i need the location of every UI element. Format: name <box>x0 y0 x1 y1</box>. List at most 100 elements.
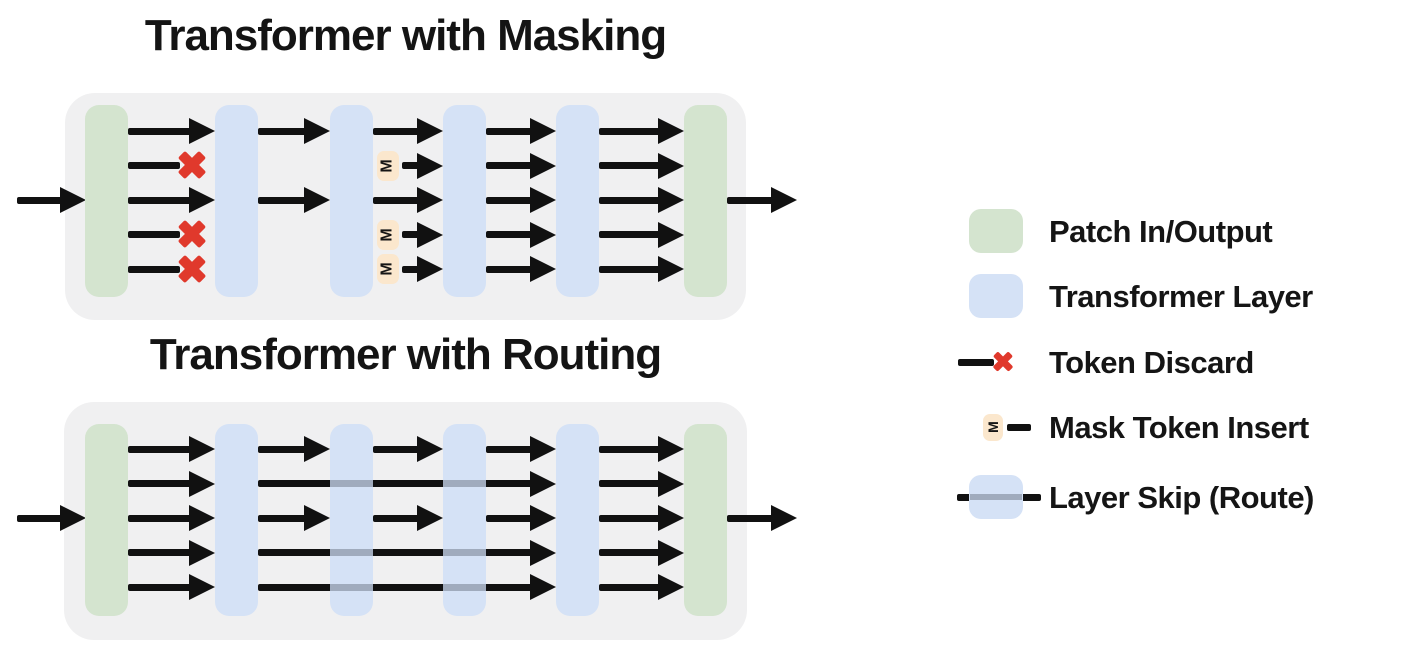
arrow-shaft <box>128 231 180 238</box>
layer-skip-segment <box>330 583 373 591</box>
arrow-head-icon <box>530 187 556 213</box>
arrow-shaft <box>128 196 195 204</box>
arrow-shaft <box>486 265 536 273</box>
patch-block <box>85 105 128 297</box>
mask-token-icon: M <box>983 413 1003 441</box>
layer-skip-icon <box>955 472 1043 522</box>
mask-letter: M <box>378 262 396 276</box>
arrow-head-icon <box>417 505 443 531</box>
arrow-shaft <box>17 514 66 522</box>
arrow-shaft <box>486 514 536 522</box>
patch-swatch-icon <box>955 206 1043 256</box>
arrow-head-icon <box>304 187 330 213</box>
layer-skip-segment <box>443 549 486 556</box>
arrow-shaft <box>599 127 664 135</box>
layer-swatch <box>969 274 1023 318</box>
arrow-shaft <box>128 480 195 487</box>
legend-label-mask: Mask Token Insert <box>1049 409 1309 445</box>
arrow-shaft <box>402 162 423 169</box>
arrow-head-icon <box>189 574 215 600</box>
arrow-shaft <box>128 583 195 591</box>
arrow-shaft <box>373 196 423 204</box>
arrow-shaft <box>17 196 66 204</box>
arrow-head-icon <box>189 539 215 566</box>
legend-item-layer: Transformer Layer <box>955 271 1313 321</box>
arrow-shaft <box>486 231 536 238</box>
arrow-shaft <box>486 445 536 453</box>
transformer-layer-block <box>443 105 486 297</box>
transformer-layer-block <box>556 105 599 297</box>
arrow-head-icon <box>189 505 215 531</box>
mask-token: M <box>377 150 399 181</box>
arrow-head-icon <box>189 187 215 213</box>
arrow-shaft <box>128 162 180 169</box>
arrow-shaft <box>599 480 664 487</box>
arrow-head-icon <box>304 118 330 144</box>
layer-skip-segment <box>443 583 486 591</box>
arrow-shaft <box>128 549 195 556</box>
arrow-shaft <box>258 583 536 591</box>
legend-label-skip: Layer Skip (Route) <box>1049 479 1314 515</box>
layer-skip-segment <box>443 480 486 487</box>
arrow-head-icon <box>189 436 215 462</box>
routing-panel-title: Transformer with Routing <box>149 330 662 379</box>
skip-line-gray <box>970 494 1022 500</box>
arrow-head-icon <box>417 152 443 179</box>
mask-token-insert-icon: M <box>955 402 1043 452</box>
transformer-layer-block <box>215 105 258 297</box>
arrow-head-icon <box>530 436 556 462</box>
arrow-head-icon <box>658 470 684 497</box>
legend-item-patch: Patch In/Output <box>955 206 1273 256</box>
transformer-layer-block <box>556 424 599 616</box>
arrow-shaft <box>258 549 536 556</box>
arrow-head-icon <box>530 574 556 600</box>
transformer-layer-block <box>215 424 258 616</box>
arrow-head-icon <box>658 436 684 462</box>
arrow-shaft <box>599 265 664 273</box>
arrow-head-icon <box>189 118 215 144</box>
masking-panel-title: Transformer with Masking <box>144 11 667 60</box>
arrow-shaft <box>258 196 310 204</box>
arrow-shaft <box>727 514 777 522</box>
mask-token: M <box>377 254 399 284</box>
arrow-shaft <box>258 514 310 522</box>
arrow-shaft <box>128 127 195 135</box>
mask-letter: M <box>984 421 1001 433</box>
mask-insert-dash <box>1007 423 1031 431</box>
arrow-shaft <box>599 196 664 204</box>
arrow-shaft <box>373 127 423 135</box>
arrow-shaft <box>258 480 536 487</box>
patch-block <box>85 424 128 616</box>
mask-letter: M <box>378 227 396 242</box>
arrow-head-icon <box>304 505 330 531</box>
legend-item-mask: M Mask Token Insert <box>955 402 1309 452</box>
arrow-head-icon <box>658 152 684 179</box>
arrow-head-icon <box>658 505 684 531</box>
patch-block <box>684 424 727 616</box>
arrow-head-icon <box>530 505 556 531</box>
arrow-shaft <box>727 196 777 204</box>
arrow-shaft <box>599 514 664 522</box>
legend-label-patch: Patch In/Output <box>1049 213 1273 249</box>
arrow-shaft <box>128 445 195 453</box>
mask-token: M <box>377 219 399 250</box>
arrow-head-icon <box>417 221 443 248</box>
arrow-shaft <box>258 445 310 453</box>
legend-label-discard: Token Discard <box>1049 344 1254 380</box>
layer-skip-segment <box>330 480 373 487</box>
token-discard-icon <box>955 337 1043 387</box>
arrow-shaft <box>599 162 664 169</box>
legend-item-skip: Layer Skip (Route) <box>955 472 1314 522</box>
arrow-head-icon <box>530 152 556 179</box>
arrow-shaft <box>599 231 664 238</box>
legend-item-discard: Token Discard <box>955 337 1254 387</box>
discard-x-icon <box>177 220 207 250</box>
arrow-head-icon <box>658 221 684 248</box>
arrow-head-icon <box>530 221 556 248</box>
arrow-head-icon <box>771 187 797 213</box>
arrow-shaft <box>402 231 423 238</box>
arrow-shaft <box>486 196 536 204</box>
arrow-head-icon <box>658 256 684 282</box>
patch-swatch <box>969 209 1023 253</box>
transformer-layer-block <box>330 105 373 297</box>
